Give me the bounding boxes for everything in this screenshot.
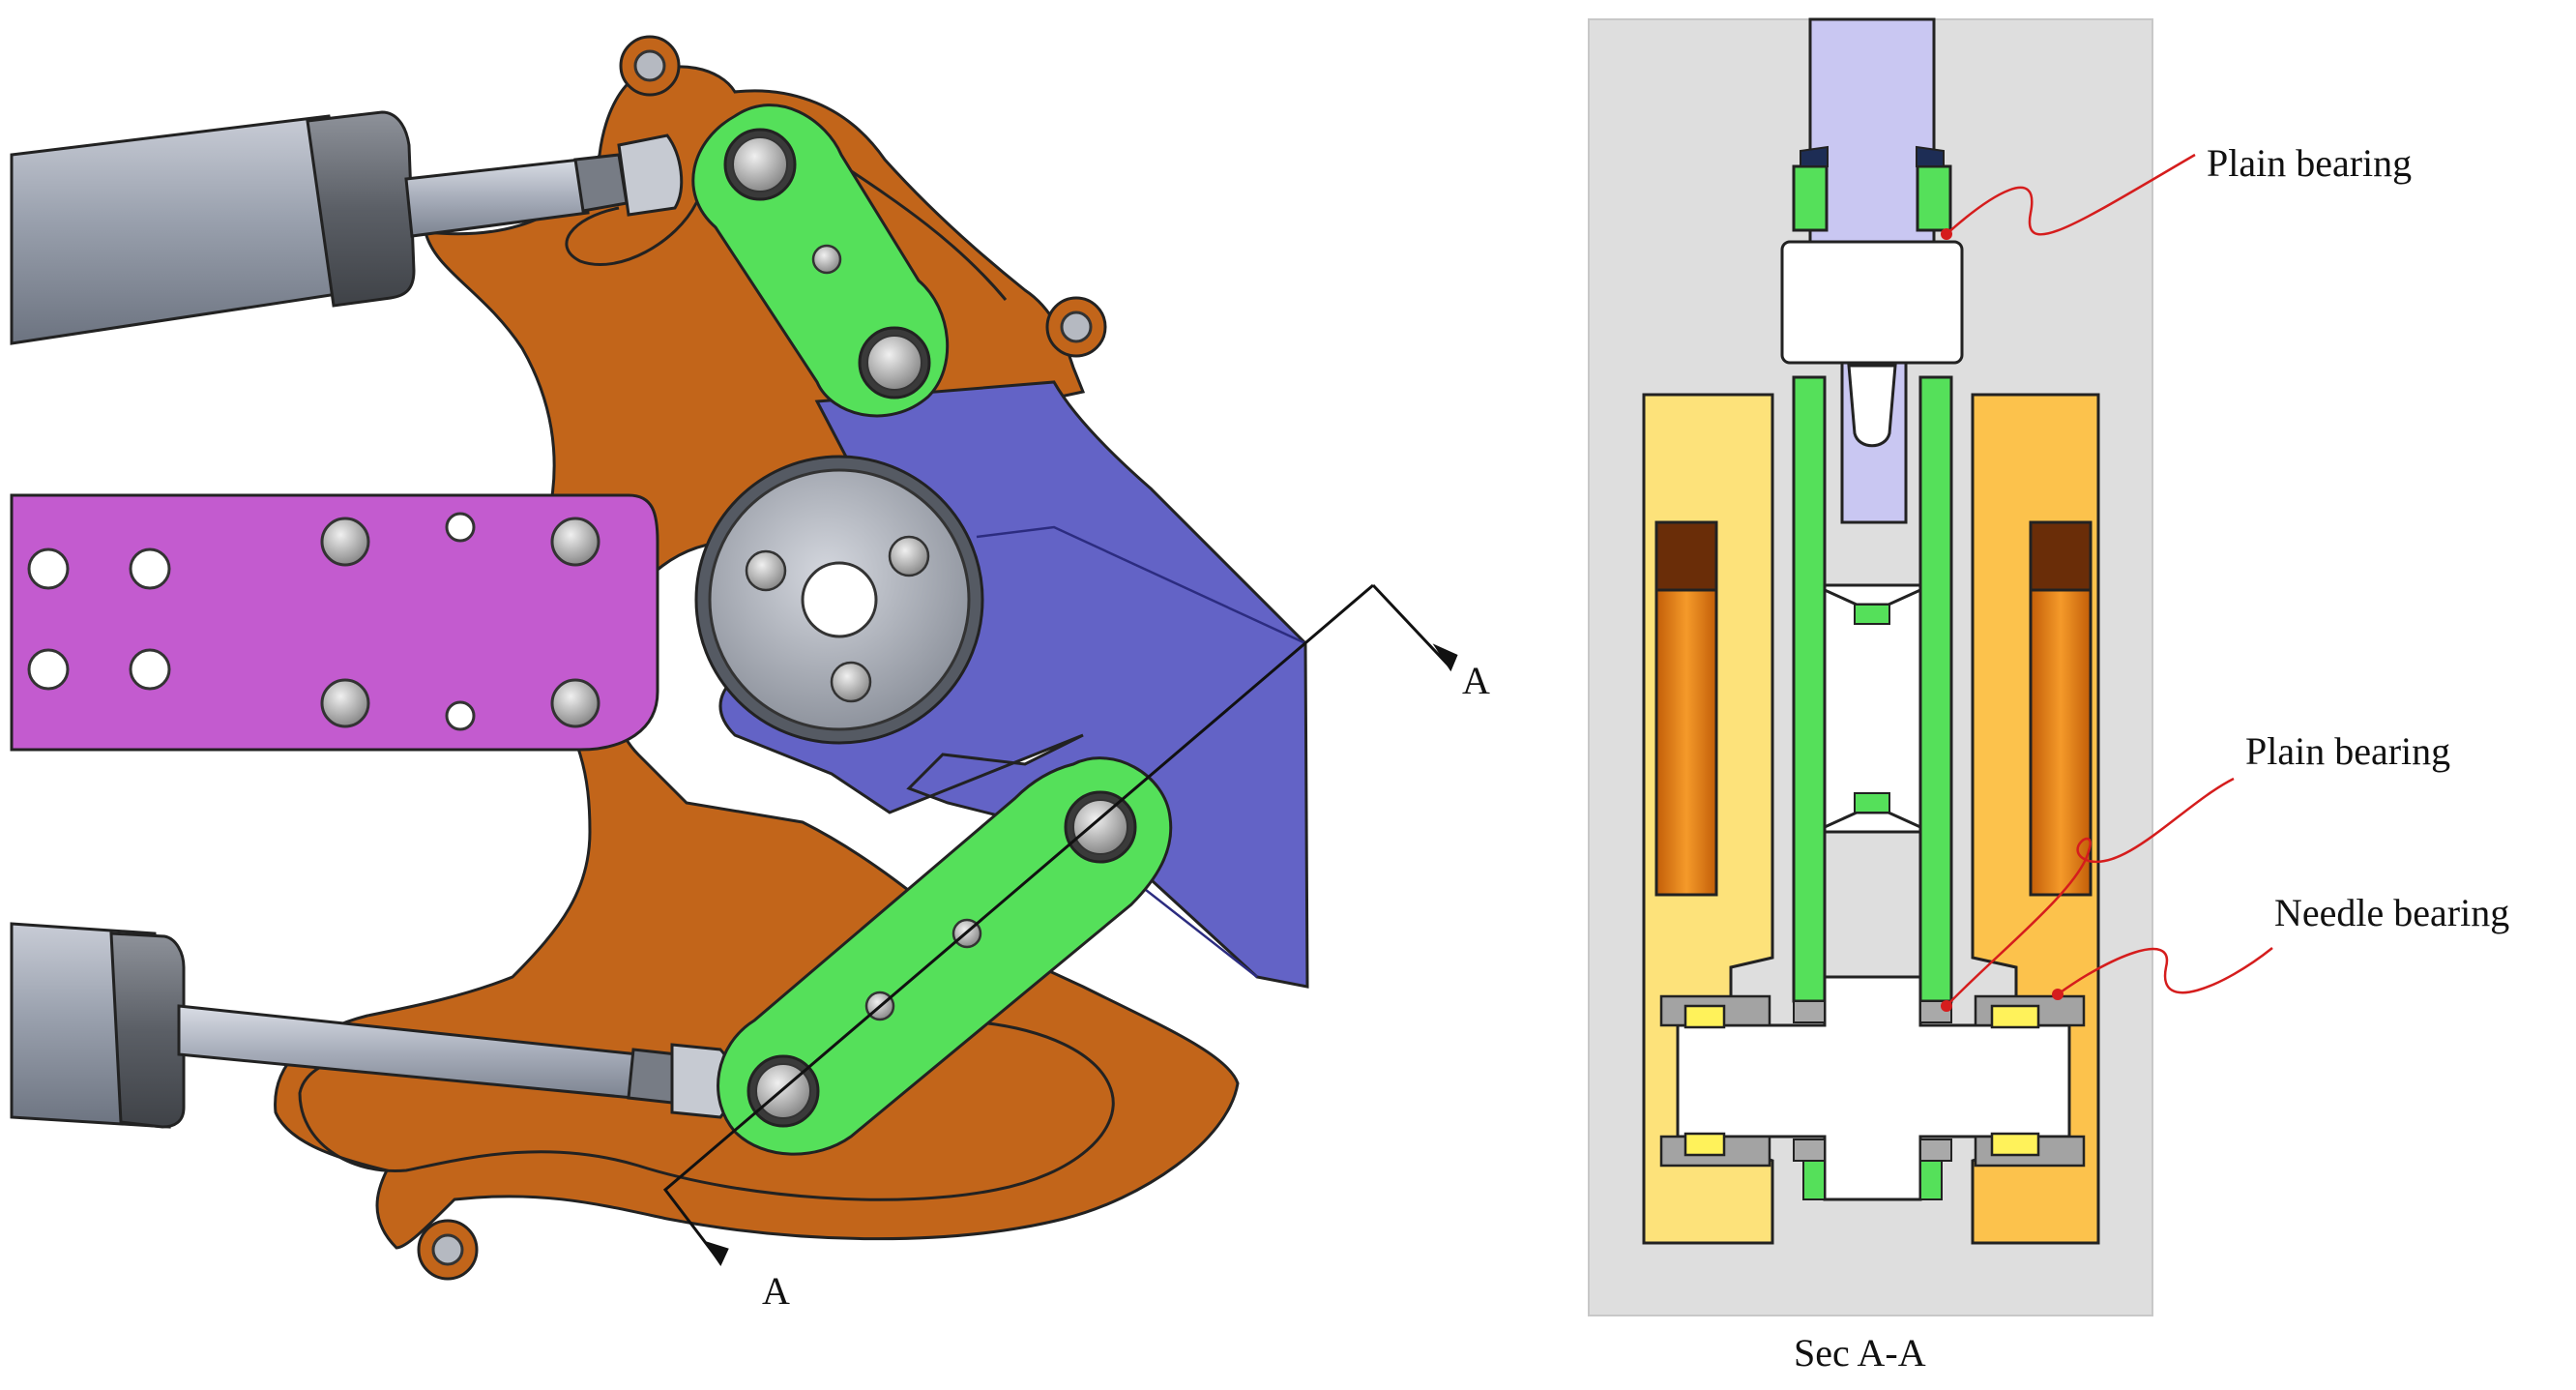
bottom-hydraulic-cylinder [10,922,734,1129]
callout-plain-bearing-top: Plain bearing [2207,141,2412,185]
magenta-bar-holes [27,512,600,731]
section-caption: Sec A-A [1794,1331,1926,1375]
needle-bearing-right [1974,994,2086,1168]
magenta-bar [10,493,659,752]
leader-needle-bearing [2057,947,2273,996]
leader-plain-bearing-mid [1946,777,2235,1007]
section-line-a-a [662,583,1458,1267]
needle-bearing-left [1659,994,1771,1168]
frame-lug-top [619,35,681,97]
callout-needle-bearing: Needle bearing [2274,891,2509,934]
callout-plain-bearing-mid: Plain bearing [2245,729,2450,773]
green-plate-right [1918,375,1953,1003]
leader-lines [1946,153,2273,1007]
section-marker-top: A [1462,659,1490,702]
leader-plain-bearing-top [1946,153,2196,236]
top-green-block-left [1792,164,1829,232]
green-plate-left [1792,375,1827,1003]
central-hub [694,455,984,745]
lavender-rod [1808,17,1936,246]
frame-lug-right [1045,296,1107,358]
section-marker-bottom: A [762,1269,790,1313]
top-green-link [691,104,950,418]
section-view: Plain bearing Plain bearing Needle beari… [1588,17,2509,1375]
mechanism-view: A A [10,35,1490,1313]
top-green-block-right [1916,164,1952,232]
top-hydraulic-cylinder [10,110,684,345]
top-pin-head [1780,240,1964,365]
bottom-green-link [717,756,1173,1156]
frame-lug-bottom [417,1219,479,1281]
middle-spacer [1823,583,1922,834]
leader-dots [1941,228,2064,1012]
